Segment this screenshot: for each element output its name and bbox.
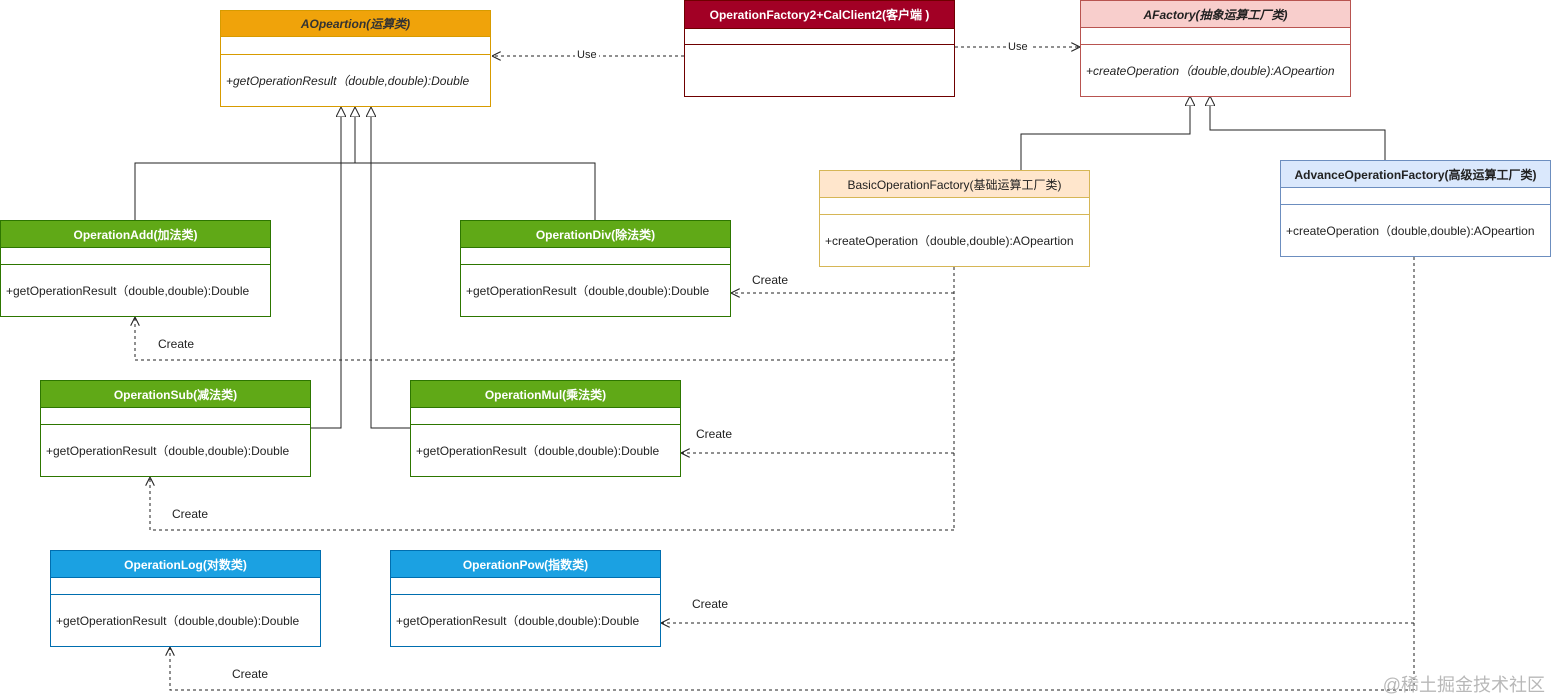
operation-mul-class: OperationMul(乘法类) +getOperationResult（do… xyxy=(410,380,681,477)
inherit-sub-line xyxy=(310,107,341,429)
operation-sub-class-name: OperationSub(减法类) xyxy=(41,381,310,408)
create-sub-line xyxy=(150,477,954,531)
use-label-afactory: Use xyxy=(1006,41,1030,53)
operation-pow-method: +getOperationResult（double,double):Doubl… xyxy=(396,614,640,628)
advance-factory-method: +createOperation（double,double):AOpearti… xyxy=(1286,224,1535,238)
client-methods xyxy=(685,45,954,96)
afactory-attributes xyxy=(1081,28,1350,45)
inherit-add-line xyxy=(134,162,355,220)
advance-factory-class-name: AdvanceOperationFactory(高级运算工厂类) xyxy=(1281,161,1550,188)
operation-sub-class: OperationSub(减法类) +getOperationResult（do… xyxy=(40,380,311,477)
advance-factory-attributes xyxy=(1281,188,1550,205)
afactory-class: AFactory(抽象运算工厂类) +createOperation（doubl… xyxy=(1080,0,1351,97)
operation-log-class-name: OperationLog(对数类) xyxy=(51,551,320,578)
aoperation-class: AOpeartion(运算类) +getOperationResult（doub… xyxy=(220,10,491,107)
basic-factory-class: BasicOperationFactory(基础运算工厂类) +createOp… xyxy=(819,170,1090,267)
operation-sub-method: +getOperationResult（double,double):Doubl… xyxy=(46,444,290,458)
watermark-text: @稀土掘金技术社区 xyxy=(1382,675,1545,695)
operation-pow-attributes xyxy=(391,578,660,595)
create-label-log: Create xyxy=(232,667,269,681)
operation-mul-method: +getOperationResult（double,double):Doubl… xyxy=(416,444,660,458)
client-attributes xyxy=(685,29,954,45)
create-log-line xyxy=(170,647,1414,691)
operation-pow-class: OperationPow(指数类) +getOperationResult（do… xyxy=(390,550,661,647)
create-label-div: Create xyxy=(752,273,789,287)
create-label-sub: Create xyxy=(172,507,209,521)
operation-div-attributes xyxy=(461,248,730,265)
inherit-basic-factory-line xyxy=(1020,96,1190,170)
create-label-add: Create xyxy=(158,337,195,351)
aoperation-method: +getOperationResult（double,double):Doubl… xyxy=(226,74,470,88)
afactory-class-name: AFactory(抽象运算工厂类) xyxy=(1081,1,1350,28)
operation-log-class: OperationLog(对数类) +getOperationResult（do… xyxy=(50,550,321,647)
create-add-line xyxy=(135,317,954,361)
advance-factory-class: AdvanceOperationFactory(高级运算工厂类) +create… xyxy=(1280,160,1551,257)
operation-div-class: OperationDiv(除法类) +getOperationResult（do… xyxy=(460,220,731,317)
basic-factory-method: +createOperation（double,double):AOpearti… xyxy=(825,234,1074,248)
inherit-mul-line xyxy=(371,107,410,429)
inherit-div-line xyxy=(355,162,596,220)
operation-add-class: OperationAdd(加法类) +getOperationResult（do… xyxy=(0,220,271,317)
create-label-mul: Create xyxy=(696,427,733,441)
create-label-pow: Create xyxy=(692,597,729,611)
operation-log-attributes xyxy=(51,578,320,595)
client-class: OperationFactory2+CalClient2(客户端 ) xyxy=(684,0,955,97)
operation-log-method: +getOperationResult（double,double):Doubl… xyxy=(56,614,300,628)
inherit-advance-factory-line xyxy=(1210,96,1386,160)
afactory-method: +createOperation（double,double):AOpearti… xyxy=(1086,64,1335,78)
operation-mul-attributes xyxy=(411,408,680,425)
operation-sub-attributes xyxy=(41,408,310,425)
basic-factory-attributes xyxy=(820,198,1089,215)
operation-add-method: +getOperationResult（double,double):Doubl… xyxy=(6,284,250,298)
operation-add-attributes xyxy=(1,248,270,265)
aoperation-class-name: AOpeartion(运算类) xyxy=(221,11,490,37)
operation-pow-class-name: OperationPow(指数类) xyxy=(391,551,660,578)
client-class-name: OperationFactory2+CalClient2(客户端 ) xyxy=(685,1,954,29)
operation-add-class-name: OperationAdd(加法类) xyxy=(1,221,270,248)
aoperation-attributes xyxy=(221,37,490,55)
use-label-aoperation: Use xyxy=(575,49,599,61)
operation-div-method: +getOperationResult（double,double):Doubl… xyxy=(466,284,710,298)
basic-factory-class-name: BasicOperationFactory(基础运算工厂类) xyxy=(820,171,1089,198)
operation-div-class-name: OperationDiv(除法类) xyxy=(461,221,730,248)
operation-mul-class-name: OperationMul(乘法类) xyxy=(411,381,680,408)
